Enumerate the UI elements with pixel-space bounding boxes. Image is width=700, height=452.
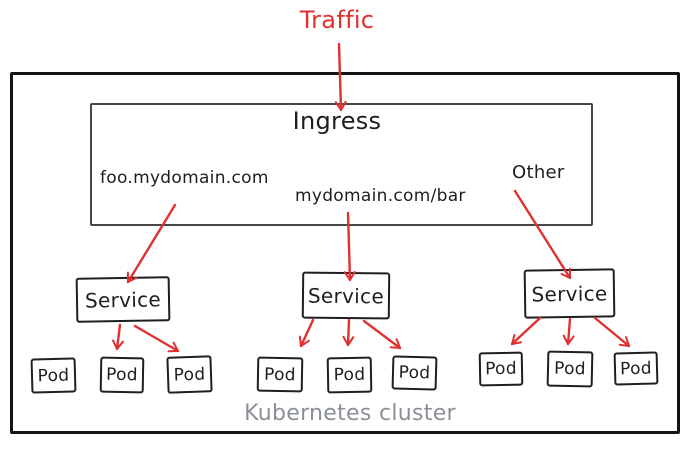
pod-box-3-2: Pod: [546, 350, 594, 388]
pod-label: Pod: [333, 364, 366, 386]
pod-label: Pod: [263, 364, 297, 385]
ingress-rule-other: Other: [512, 162, 565, 183]
service-label: Service: [531, 280, 608, 307]
pod-box-1-3: Pod: [166, 355, 213, 394]
pod-label: Pod: [173, 363, 206, 386]
pod-box-2-2: Pod: [326, 356, 373, 394]
pod-label: Pod: [553, 358, 587, 380]
pod-box-3-3: Pod: [613, 351, 659, 386]
ingress-title: Ingress: [292, 107, 382, 135]
service-label: Service: [307, 283, 385, 308]
cluster-label: Kubernetes cluster: [244, 401, 456, 426]
ingress-rule-bar: mydomain.com/bar: [295, 186, 466, 206]
pod-box-2-3: Pod: [391, 355, 438, 391]
service-box-3: Service: [523, 268, 616, 319]
ingress-rule-foo: foo.mydomain.com: [100, 168, 269, 188]
traffic-label: Traffic: [299, 6, 375, 34]
pod-label: Pod: [484, 358, 518, 380]
service-box-1: Service: [75, 276, 171, 323]
pod-label: Pod: [398, 362, 431, 384]
service-box-2: Service: [301, 271, 391, 320]
service-label: Service: [84, 286, 162, 313]
pod-box-1-1: Pod: [30, 357, 77, 394]
pod-label: Pod: [37, 365, 70, 386]
pod-box-2-1: Pod: [256, 356, 304, 393]
pod-label: Pod: [105, 364, 139, 386]
pod-label: Pod: [619, 358, 653, 379]
pod-box-1-2: Pod: [99, 356, 145, 394]
pod-box-3-1: Pod: [478, 351, 524, 387]
